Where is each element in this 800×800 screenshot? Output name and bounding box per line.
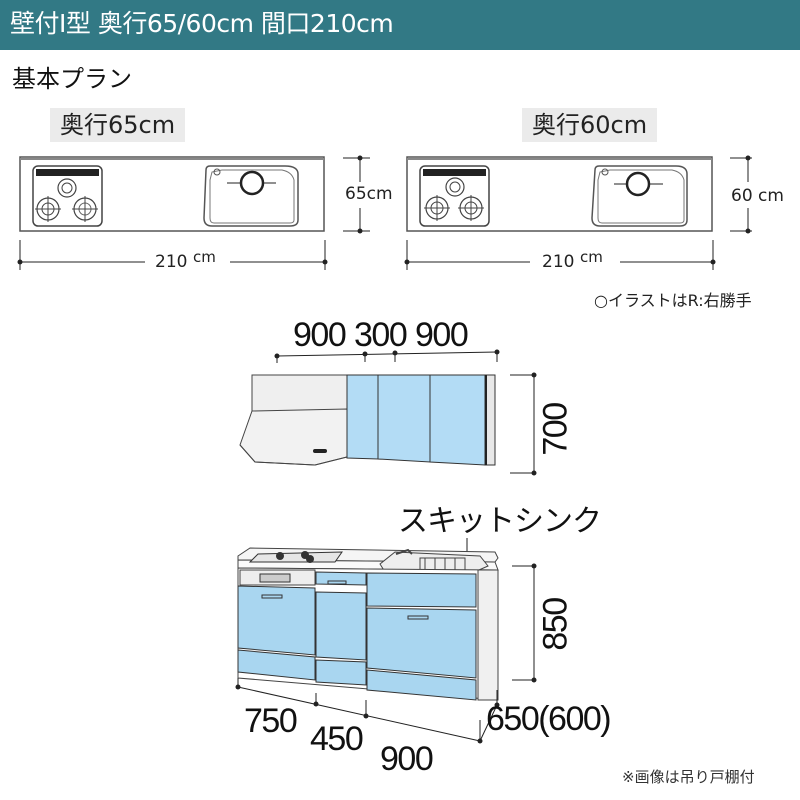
base-width-3: 900	[380, 740, 434, 778]
sink-icon	[591, 165, 688, 227]
stove-top	[248, 551, 343, 563]
wall-cabinet-height: 700	[536, 403, 575, 456]
sink-label: スキットシンク	[398, 504, 602, 539]
base-width-2: 450	[310, 720, 364, 758]
plan-65-width-value: 210	[155, 252, 188, 272]
wall-width-2: 300	[354, 316, 408, 354]
plan-65-top-view	[17, 155, 370, 270]
wall-cabinet-doors	[346, 374, 496, 466]
plan-65-depth-dimension: 65cm	[345, 184, 393, 204]
base-cabinet-drawing	[235, 538, 537, 744]
plan-60-width-value: 210	[542, 252, 575, 272]
base-cabinet-height: 850	[536, 598, 575, 651]
plan-60-top-view	[404, 155, 752, 270]
wall-width-3: 900	[415, 316, 469, 354]
gas-stove-icon	[419, 165, 490, 227]
base-width-1: 750	[244, 702, 298, 740]
wall-width-1: 900	[293, 316, 347, 354]
footnote: ※画像は吊り戸棚付	[622, 768, 755, 786]
section-title: 基本プラン	[12, 65, 132, 93]
base-cabinet-doors	[237, 571, 477, 701]
sink-icon	[203, 165, 299, 227]
plan-60-width-unit: cm	[580, 248, 603, 266]
plan-60-depth-label: 奥行60cm	[522, 108, 658, 142]
gas-stove-icon	[32, 165, 103, 227]
illustration-note: ○イラストはR:右勝手	[594, 291, 752, 310]
header-bar: 壁付I型 奥行65/60cm 間口210cm	[0, 0, 800, 50]
base-cabinet-depth: 650(600)	[486, 700, 612, 738]
plan-65-width-unit: cm	[193, 248, 216, 266]
wall-cabinet-drawing	[239, 349, 537, 476]
range-hood	[239, 374, 348, 466]
plan-65-depth-label: 奥行65cm	[50, 108, 186, 142]
page-title: 壁付I型 奥行65/60cm 間口210cm	[10, 9, 394, 38]
plan-60-depth-dimension: 60 cm	[731, 186, 784, 206]
